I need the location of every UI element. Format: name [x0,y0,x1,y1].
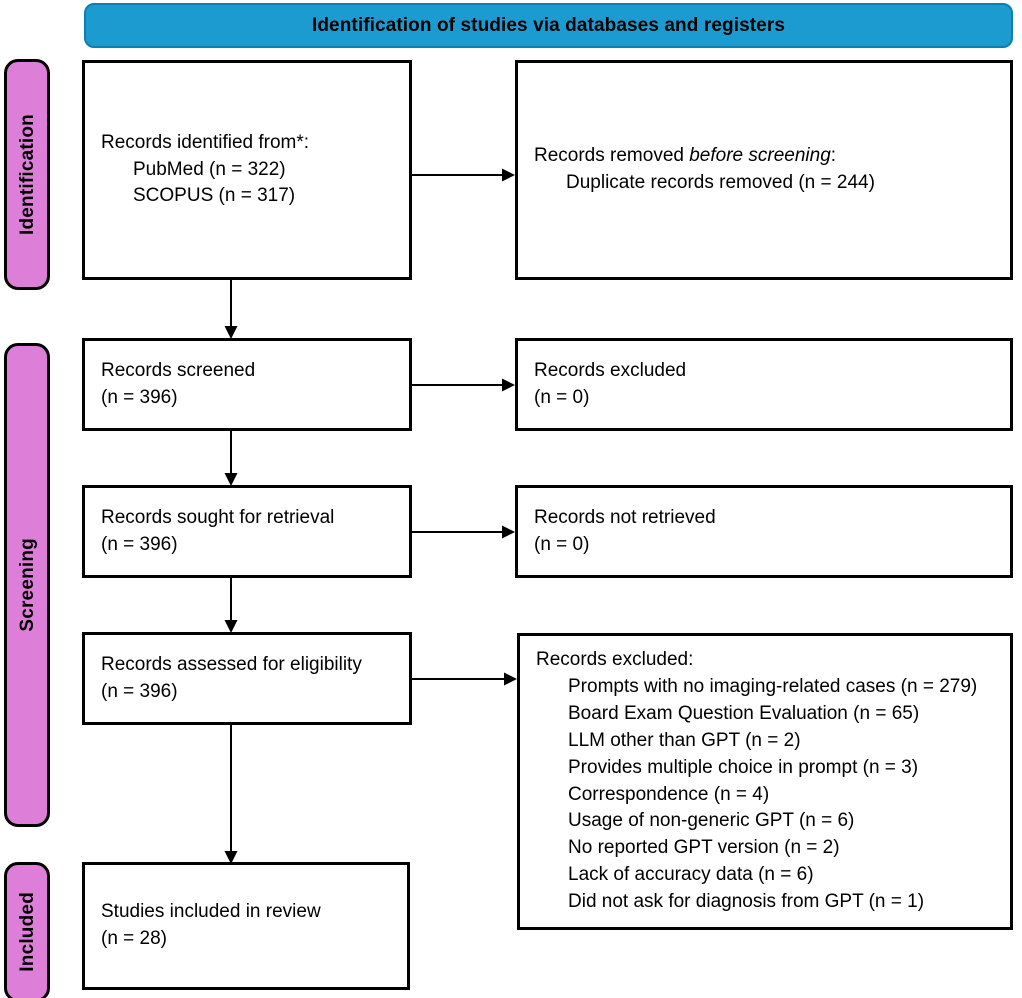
arrow-screened-to-sought [224,431,238,487]
box-line: Studies included in review [101,901,321,923]
phase-bar-screening: Screening [4,343,50,827]
box-line: Did not ask for diagnosis from GPT (n = … [568,891,925,913]
phase-label-included: Included [16,892,38,972]
box-records-identified-text: Records identified from*: PubMed (n = 32… [85,130,409,211]
box-records-assessed: Records assessed for eligibility (n = 39… [82,632,412,725]
box-line: Records excluded [534,359,687,381]
box-line: No reported GPT version (n = 2) [568,837,840,859]
diagram-header-banner: Identification of studies via databases … [84,3,1013,48]
arrow-sought-to-not-retrieved [412,525,517,539]
box-studies-included: Studies included in review (n = 28) [82,862,410,990]
box-line: Lack of accuracy data (n = 6) [568,864,814,886]
box-line-suffix: : [830,145,837,167]
box-records-not-retrieved: Records not retrieved (n = 0) [515,485,1013,578]
box-line: SCOPUS (n = 317) [133,185,296,207]
box-line: Records excluded: [536,648,694,670]
box-records-screened-text: Records screened (n = 396) [85,358,409,412]
box-line-prefix: Records removed [534,145,690,167]
box-records-sought-text: Records sought for retrieval (n = 396) [85,505,409,559]
box-line: (n = 28) [101,928,168,949]
box-line: Records sought for retrieval [101,506,335,528]
box-records-not-retrieved-text: Records not retrieved (n = 0) [518,505,1010,559]
box-records-identified: Records identified from*: PubMed (n = 32… [82,60,412,280]
box-records-assessed-text: Records assessed for eligibility (n = 39… [85,652,409,706]
box-line: (n = 0) [534,533,590,555]
box-records-removed-text: Records removed before screening: Duplic… [518,143,1010,197]
box-line: Records assessed for eligibility [101,653,362,675]
phase-label-identification: Identification [16,113,38,236]
box-line: (n = 396) [101,386,178,408]
box-records-sought: Records sought for retrieval (n = 396) [82,485,412,578]
box-line-italic: before screening [689,145,831,167]
arrow-identified-to-screened [224,280,238,340]
box-line: (n = 396) [101,680,178,702]
arrow-assessed-to-excluded-reasons [412,672,519,686]
box-studies-included-text: Studies included in review (n = 28) [85,899,407,953]
box-line: (n = 0) [534,386,590,408]
box-line: Provides multiple choice in prompt (n = … [568,756,919,778]
box-line: Board Exam Question Evaluation (n = 65) [568,702,920,724]
box-records-screened: Records screened (n = 396) [82,338,412,431]
box-line: Records identified from*: [101,131,310,153]
box-line: Correspondence (n = 4) [568,783,770,805]
box-records-removed: Records removed before screening: Duplic… [515,60,1013,280]
arrow-identified-to-removed [412,168,517,182]
box-line: Usage of non-generic GPT (n = 6) [568,810,855,832]
box-records-excluded-text: Records excluded (n = 0) [518,358,1010,412]
box-line: (n = 396) [101,533,178,555]
arrow-assessed-to-included [224,725,238,865]
box-line: Records screened [101,359,256,381]
box-line: Records removed before screening: [534,143,994,170]
box-line: PubMed (n = 322) [133,158,286,180]
phase-bar-identification: Identification [4,59,50,290]
arrow-sought-to-assessed [224,578,238,634]
phase-bar-included: Included [4,862,50,998]
phase-label-screening: Screening [16,538,38,632]
box-line: Prompts with no imaging-related cases (n… [568,675,978,697]
box-records-excluded-reasons-text: Records excluded: Prompts with no imagin… [520,647,1010,917]
box-line: Duplicate records removed (n = 244) [566,172,875,193]
arrow-screened-to-excluded [412,378,517,392]
box-line: Records not retrieved [534,506,716,528]
diagram-header-title: Identification of studies via databases … [311,14,786,36]
box-line: LLM other than GPT (n = 2) [568,729,801,751]
box-records-excluded: Records excluded (n = 0) [515,338,1013,431]
box-records-excluded-reasons: Records excluded: Prompts with no imagin… [517,633,1013,930]
